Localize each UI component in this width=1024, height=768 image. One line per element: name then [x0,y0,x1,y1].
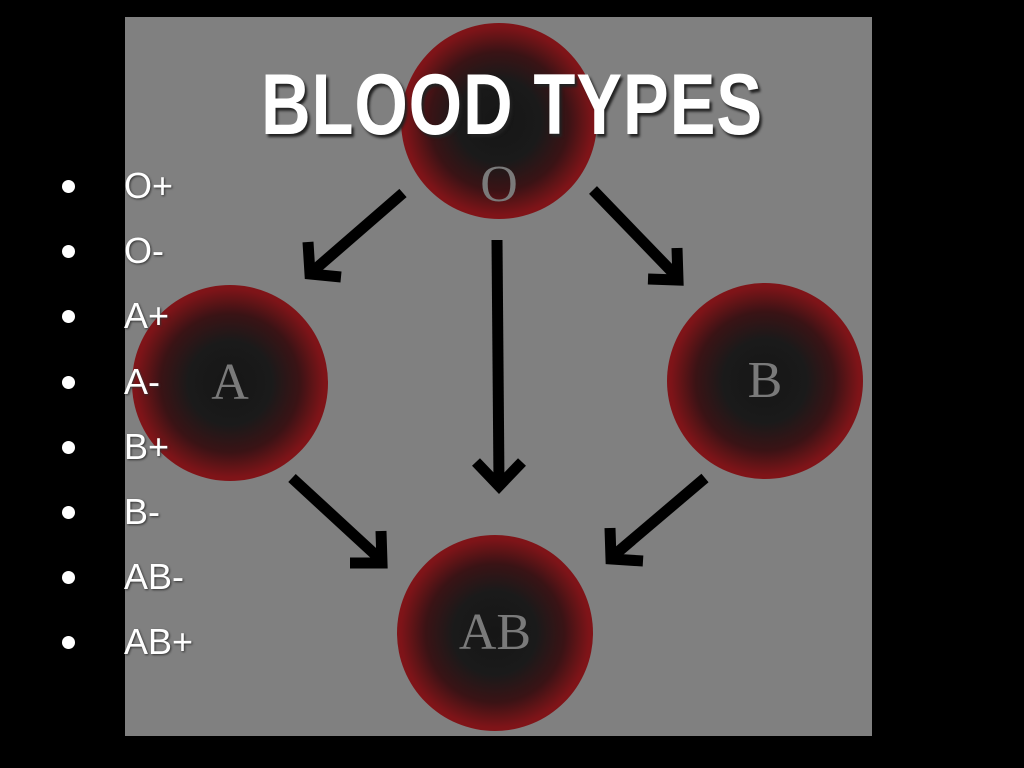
bullet-icon [62,245,75,259]
blood-cell-b: B [667,283,863,479]
list-item-label: O+ [124,165,174,206]
list-item-label: B+ [124,425,170,467]
bullet-icon [62,440,75,454]
list-item-label: A+ [124,295,170,337]
cell-label-a: A [211,354,249,411]
bullet-icon [62,180,75,193]
slide-title: BLOOD TYPES [261,57,763,153]
cell-label-o: O [480,156,518,213]
cell-label-ab: AB [458,604,532,661]
list-item-label: A- [124,360,160,402]
blood-cell-ab: AB [397,535,593,731]
arrow-o-to-b [589,186,684,286]
bullet-icon [62,310,75,324]
blood-cell-o: O [401,23,597,219]
bullet-icon [62,375,75,389]
list-item-label: B- [124,490,160,532]
list-item-label: O- [124,230,164,272]
arrow-a-to-ab [288,473,388,569]
blood-cell-a: A [132,285,328,481]
arrow-o-to-ab [472,239,526,494]
arrow-o-to-a [302,188,407,283]
bullet-icon [62,636,75,650]
cell-label-b: B [747,352,783,409]
bullet-icon [62,505,75,519]
arrow-b-to-ab [604,473,709,567]
bullet-icon [62,571,75,585]
list-item-label: AB- [124,556,185,598]
list-item-label: AB+ [124,621,194,663]
